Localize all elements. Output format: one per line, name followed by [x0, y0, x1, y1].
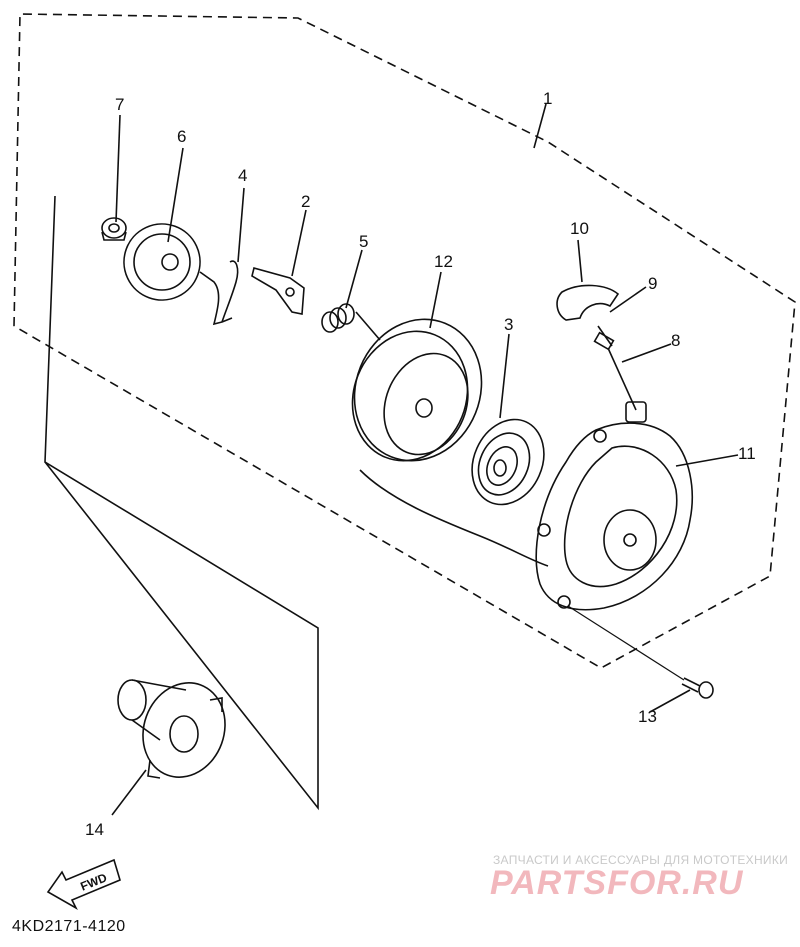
label-6: 6 [177, 127, 187, 146]
label-3: 3 [504, 315, 514, 334]
part-6-plate [123, 223, 201, 301]
label-4: 4 [238, 166, 248, 185]
diagram-code: 4KD2171-4120 [12, 918, 126, 935]
part-5-spring [321, 303, 355, 333]
part-4-spring [199, 260, 239, 326]
label-11: 11 [738, 444, 756, 463]
fwd-arrow [46, 858, 121, 911]
watermark-logo: PARTSFOR.RU [490, 864, 744, 902]
assembly-boundary [13, 13, 796, 669]
label-9: 9 [648, 274, 658, 293]
label-12: 12 [434, 252, 453, 271]
starter-rope [359, 469, 549, 567]
label-5: 5 [359, 232, 369, 251]
part-12-pulley [351, 318, 483, 462]
part-14-drive [117, 679, 226, 779]
label-14: 14 [85, 820, 104, 839]
label-1: 1 [543, 89, 553, 108]
label-2: 2 [301, 192, 311, 211]
part-13-bolt [681, 677, 714, 699]
label-7: 7 [115, 95, 125, 114]
part-11-case [535, 401, 693, 611]
part-3-spring [471, 418, 545, 506]
part-7-nut [101, 217, 127, 241]
label-13: 13 [638, 707, 657, 726]
label-8: 8 [671, 331, 681, 350]
part14-boundary [44, 195, 319, 811]
part-10-handle [556, 284, 620, 321]
label-10: 10 [570, 219, 589, 238]
watermark-subtitle: ЗАПЧАСТИ И АКСЕССУАРЫ ДЛЯ МОТОТЕХНИКИ [493, 853, 789, 867]
part-2-pawl [251, 267, 305, 315]
